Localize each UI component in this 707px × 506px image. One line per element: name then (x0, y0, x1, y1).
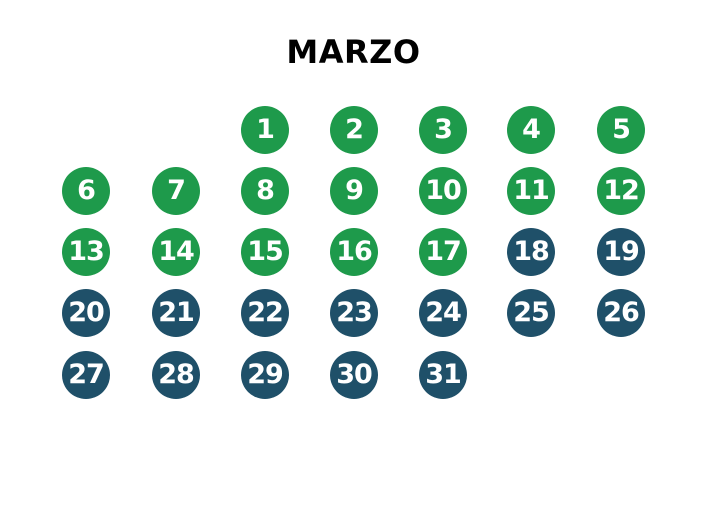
day-9: 9 (330, 167, 378, 215)
day-30: 30 (330, 351, 378, 399)
day-12: 12 (597, 167, 645, 215)
day-26: 26 (597, 289, 645, 337)
day-11: 11 (507, 167, 555, 215)
day-18: 18 (507, 228, 555, 276)
day-10: 10 (419, 167, 467, 215)
day-4: 4 (507, 106, 555, 154)
day-1: 1 (241, 106, 289, 154)
day-22: 22 (241, 289, 289, 337)
day-27: 27 (62, 351, 110, 399)
day-28: 28 (152, 351, 200, 399)
day-8: 8 (241, 167, 289, 215)
day-16: 16 (330, 228, 378, 276)
day-6: 6 (62, 167, 110, 215)
month-title: MARZO (286, 33, 421, 71)
day-31: 31 (419, 351, 467, 399)
day-25: 25 (507, 289, 555, 337)
day-14: 14 (152, 228, 200, 276)
day-21: 21 (152, 289, 200, 337)
day-29: 29 (241, 351, 289, 399)
day-24: 24 (419, 289, 467, 337)
day-20: 20 (62, 289, 110, 337)
day-23: 23 (330, 289, 378, 337)
day-3: 3 (419, 106, 467, 154)
day-2: 2 (330, 106, 378, 154)
day-5: 5 (597, 106, 645, 154)
day-15: 15 (241, 228, 289, 276)
day-13: 13 (62, 228, 110, 276)
day-19: 19 (597, 228, 645, 276)
day-17: 17 (419, 228, 467, 276)
day-7: 7 (152, 167, 200, 215)
